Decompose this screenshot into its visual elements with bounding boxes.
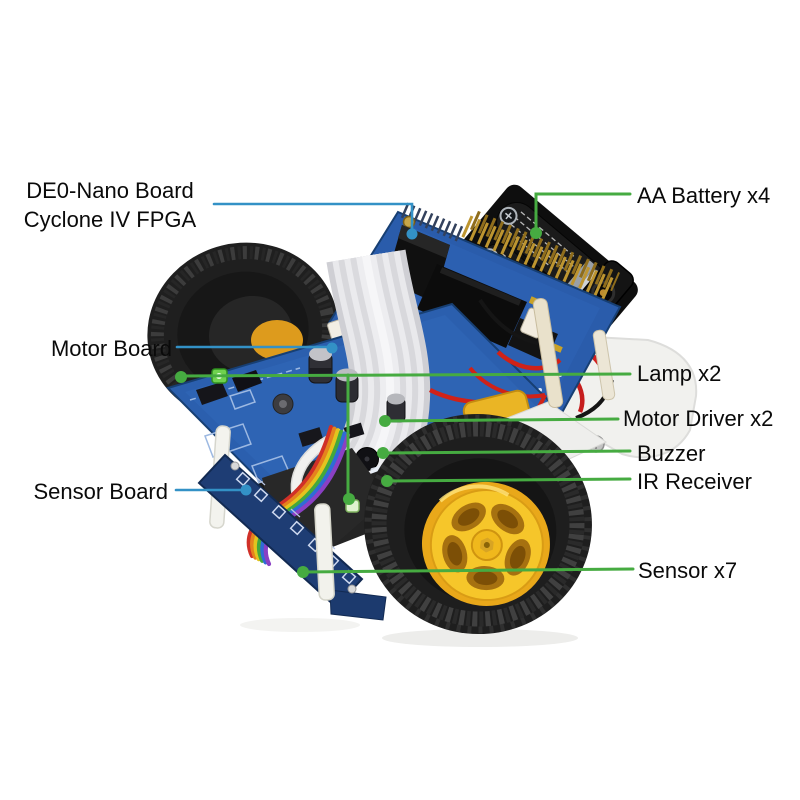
label-de0-nano-line2: Cyclone IV FPGA [23,207,197,232]
callout-dot-motor-board [326,342,338,354]
callout-dot-sensor-board [240,484,252,496]
callout-line-motor-driver [383,417,620,423]
pin-header-row [461,215,617,301]
callout-line-buzzer [381,449,632,455]
callout-dot-buzzer [377,447,389,459]
callout-line-ir-receiver [385,477,632,483]
label-motor-driver: Motor Driver x2 [623,406,774,431]
label-lamp: Lamp x2 [637,361,722,386]
callout-dot-sensor-x7 [297,566,309,578]
label-motor-board: Motor Board [50,336,172,361]
right-wheel [364,413,592,635]
label-aa-battery: AA Battery x4 [637,183,771,208]
callout-dot-ir-receiver [381,475,393,487]
callout-lines [174,192,635,574]
callout-dot-lamp-front [343,493,355,505]
callout-dot-lamp-left [175,371,187,383]
standoff-post [592,329,616,401]
callout-line-de0-nano [212,202,414,232]
left-hub-glimpse [251,320,303,360]
fpga-chip [417,264,527,348]
callout-dot-de0-nano [406,228,418,240]
standoff-post [532,297,564,409]
label-sensor-board: Sensor Board [33,479,168,504]
callout-line-lamp [179,372,632,378]
callout-line-sensor-x7 [301,567,635,574]
label-de0-nano-line1: DE0-Nano Board [26,178,194,203]
label-ir-receiver: IR Receiver [637,469,752,494]
callout-dot-aa-battery [530,227,542,239]
chassis-shadow [240,618,360,632]
label-buzzer: Buzzer [637,441,706,466]
label-sensor-x7: Sensor x7 [638,558,738,583]
wire-black [478,298,546,347]
label-de0-nano-board: DE0-Nano Board Cyclone IV FPGA [14,176,206,234]
callout-dot-motor-driver [379,415,391,427]
standoff-post [314,503,335,601]
wheel-shadow [382,629,578,647]
callout-line-aa-battery [534,192,632,231]
callout-dots [175,227,542,578]
